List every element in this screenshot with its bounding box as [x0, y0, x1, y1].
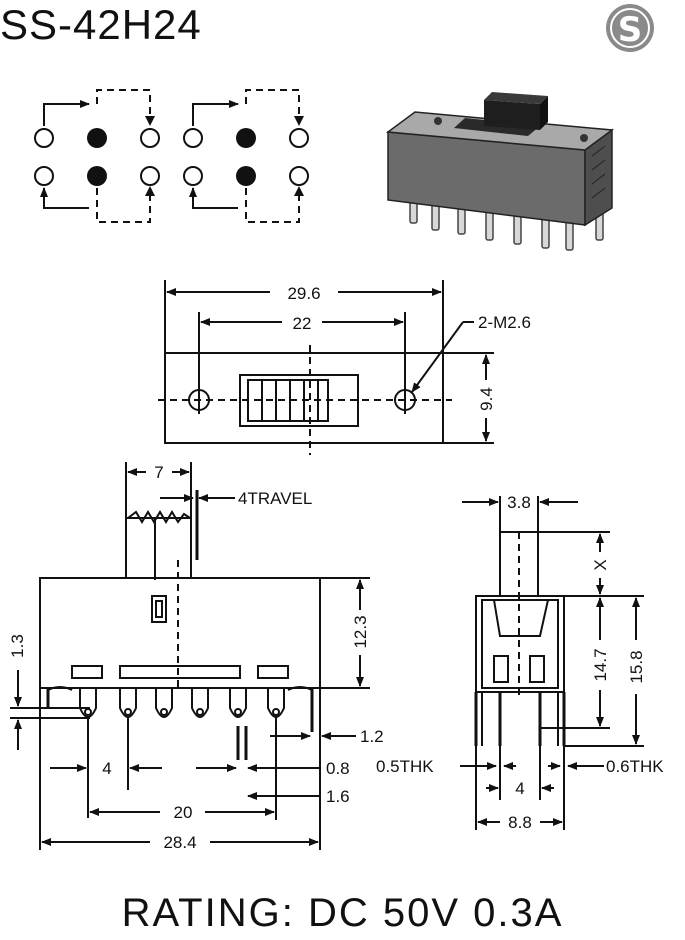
terminal-common — [87, 128, 107, 148]
dim-pin-pitch: 4 — [102, 759, 111, 778]
terminal-open — [289, 166, 309, 186]
side-view: 3.8 X 14.7 15.8 0.5THK — [376, 493, 664, 832]
dim-side-h2: 15.8 — [627, 650, 646, 683]
front-view: 7 4TRAVEL — [8, 462, 384, 852]
dim-side-actuator: 3.8 — [507, 493, 531, 512]
dim-thk-left: 0.5THK — [376, 757, 434, 776]
top-view: 29.6 22 2-M2.6 9.4 — [158, 280, 531, 455]
terminal-open — [34, 128, 54, 148]
terminal-common — [87, 166, 107, 186]
dim-pin-gap: 1.2 — [360, 727, 384, 746]
front-actuator — [125, 517, 192, 579]
logo-icon: S — [606, 4, 654, 52]
terminal-open — [34, 166, 54, 186]
dim-top-overall: 29.6 — [287, 284, 320, 303]
dim-side-width: 8.8 — [508, 813, 532, 832]
dim-side-pitch: 4 — [515, 779, 524, 798]
dim-travel: 4TRAVEL — [238, 489, 312, 508]
terminal-common — [236, 128, 256, 148]
top-view-body — [164, 352, 444, 444]
model-title: SS-42H24 — [0, 1, 202, 48]
dim-mount-holes: 2-M2.6 — [478, 313, 531, 332]
terminal-common — [236, 166, 256, 186]
terminal-open — [140, 128, 160, 148]
dim-top-mount: 22 — [293, 314, 312, 333]
dim-pin-span: 20 — [174, 803, 193, 822]
side-body — [475, 595, 565, 693]
dim-top-width: 9.4 — [477, 387, 496, 411]
schematic-pole-right — [183, 89, 309, 223]
rating-label: RATING: DC 50V 0.3A — [121, 891, 564, 935]
terminal-open — [140, 166, 160, 186]
dim-side-h1: 14.7 — [591, 648, 610, 681]
dim-pin-offset: 1.3 — [8, 634, 27, 658]
front-body — [39, 577, 321, 689]
switch-schematic — [34, 89, 309, 223]
logo-letter: S — [618, 10, 643, 50]
terminal-open — [289, 128, 309, 148]
terminal-open — [183, 128, 203, 148]
actuator-slot — [239, 374, 359, 427]
dim-pin-lead: 1.6 — [326, 787, 350, 806]
dim-body-height: 12.3 — [351, 615, 370, 648]
dim-thk-right: 0.6THK — [606, 757, 664, 776]
terminal-open — [183, 166, 203, 186]
product-photo — [385, 92, 615, 251]
dim-body-length: 28.4 — [163, 833, 196, 852]
schematic-pole-left — [34, 89, 160, 223]
dim-pin-width: 0.8 — [326, 759, 350, 778]
dim-side-x: X — [591, 559, 610, 570]
dim-actuator-width: 7 — [154, 463, 163, 482]
